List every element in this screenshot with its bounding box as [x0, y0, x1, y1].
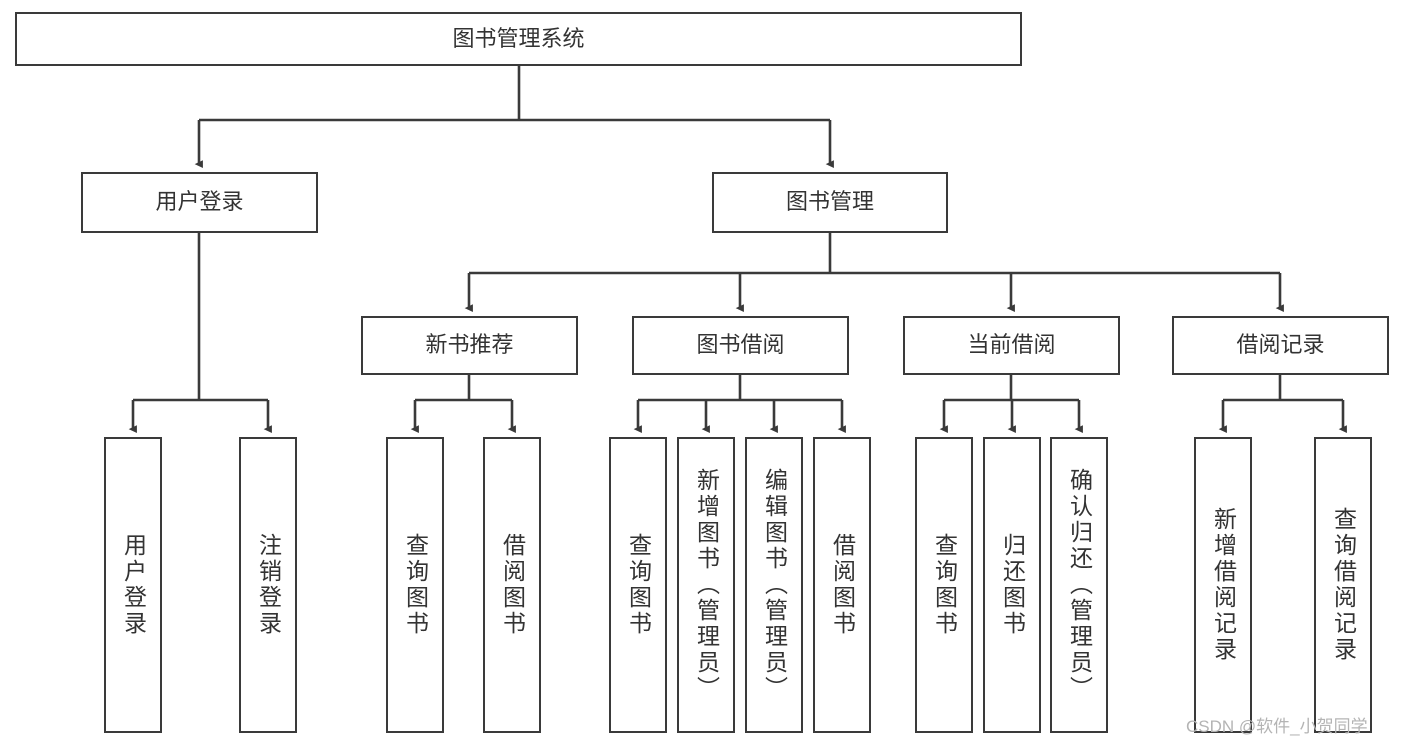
node-leaf-add-record-label: 新增借阅记录 — [1210, 507, 1237, 663]
node-root-label: 图书管理系统 — [452, 25, 585, 51]
node-borrow-record-label: 借阅记录 — [1236, 332, 1325, 358]
node-borrow-record[interactable]: 借阅记录 — [1172, 316, 1389, 375]
node-leaf-user-login[interactable]: 用户登录 — [104, 437, 162, 733]
node-user-login[interactable]: 用户登录 — [81, 172, 318, 233]
node-current-borrow[interactable]: 当前借阅 — [903, 316, 1120, 375]
node-leaf-query-book-1-label: 查询图书 — [402, 533, 429, 637]
node-leaf-edit-book-label: 编辑图书（管理员） — [761, 468, 788, 702]
node-leaf-query-book-3-label: 查询图书 — [931, 533, 958, 637]
node-leaf-confirm-return-label: 确认归还（管理员） — [1066, 468, 1093, 702]
node-leaf-query-book-1[interactable]: 查询图书 — [386, 437, 444, 733]
node-leaf-user-login-label: 用户登录 — [120, 533, 147, 637]
node-leaf-edit-book[interactable]: 编辑图书（管理员） — [745, 437, 803, 733]
node-leaf-query-book-2-label: 查询图书 — [625, 533, 652, 637]
node-leaf-query-record-label: 查询借阅记录 — [1330, 507, 1357, 663]
node-book-borrow-label: 图书借阅 — [696, 332, 785, 358]
node-leaf-query-record[interactable]: 查询借阅记录 — [1314, 437, 1372, 733]
node-book-borrow[interactable]: 图书借阅 — [632, 316, 849, 375]
node-new-book-recommend[interactable]: 新书推荐 — [361, 316, 578, 375]
node-root[interactable]: 图书管理系统 — [15, 12, 1022, 66]
node-new-book-recommend-label: 新书推荐 — [425, 332, 514, 358]
node-user-login-label: 用户登录 — [155, 189, 244, 215]
node-book-management-label: 图书管理 — [785, 189, 874, 215]
node-leaf-borrow-book-2-label: 借阅图书 — [829, 533, 856, 637]
node-leaf-borrow-book-1[interactable]: 借阅图书 — [483, 437, 541, 733]
node-leaf-query-book-2[interactable]: 查询图书 — [609, 437, 667, 733]
node-current-borrow-label: 当前借阅 — [967, 332, 1056, 358]
node-leaf-add-record[interactable]: 新增借阅记录 — [1194, 437, 1252, 733]
node-book-management[interactable]: 图书管理 — [712, 172, 948, 233]
node-leaf-return-book[interactable]: 归还图书 — [983, 437, 1041, 733]
node-leaf-add-book[interactable]: 新增图书（管理员） — [677, 437, 735, 733]
node-leaf-confirm-return[interactable]: 确认归还（管理员） — [1050, 437, 1108, 733]
node-leaf-borrow-book-2[interactable]: 借阅图书 — [813, 437, 871, 733]
node-leaf-add-book-label: 新增图书（管理员） — [693, 468, 720, 702]
node-leaf-return-book-label: 归还图书 — [999, 533, 1026, 637]
node-leaf-user-logout-label: 注销登录 — [255, 533, 282, 637]
node-leaf-query-book-3[interactable]: 查询图书 — [915, 437, 973, 733]
node-leaf-user-logout[interactable]: 注销登录 — [239, 437, 297, 733]
node-leaf-borrow-book-1-label: 借阅图书 — [499, 533, 526, 637]
